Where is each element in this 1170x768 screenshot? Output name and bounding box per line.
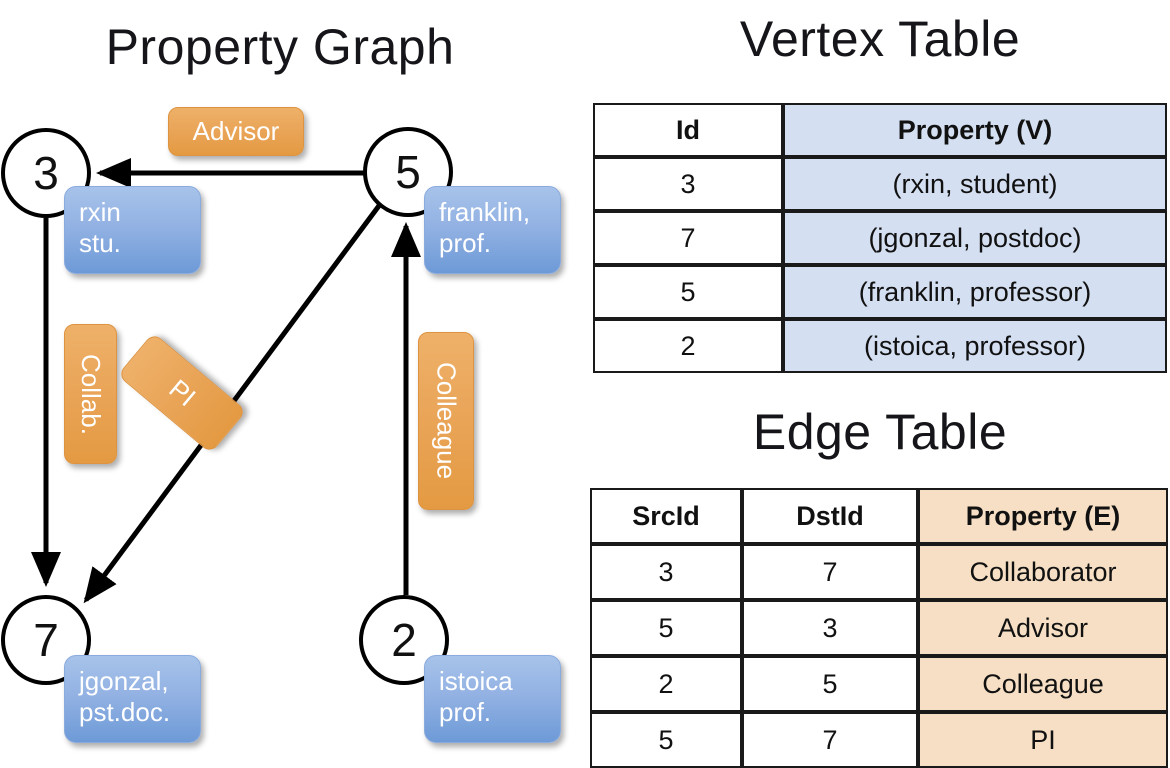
- vertex-property-box-2-line2: prof.: [439, 697, 492, 727]
- graph-node-5[interactable]: 5: [363, 127, 453, 217]
- vertex-property-box-5: franklin, prof.: [424, 186, 561, 274]
- vertex-property-box-5-line1: franklin,: [439, 197, 531, 227]
- table-row[interactable]: 2 (istoica, professor): [593, 319, 1167, 373]
- page-title-vertex-table: Vertex Table: [739, 11, 1021, 67]
- vertex-cell-property: (franklin, professor): [783, 265, 1167, 319]
- vertex-property-box-2-line1: istoica: [439, 666, 513, 696]
- vertex-cell-property: (istoica, professor): [783, 319, 1167, 373]
- edge-cell-dstid: 7: [742, 544, 918, 600]
- vertex-cell-property: (jgonzal, postdoc): [783, 211, 1167, 265]
- edge-label-collab-text: Collab.: [76, 353, 106, 435]
- vertex-property-box-7-line2: pst.doc.: [79, 697, 171, 727]
- edge-table-header-srcid: SrcId: [590, 488, 742, 544]
- table-row[interactable]: 2 5 Colleague: [590, 656, 1168, 712]
- table-row[interactable]: 3 (rxin, student): [593, 157, 1167, 211]
- edge-table-header-property: Property (E): [918, 488, 1168, 544]
- table-row[interactable]: 5 3 Advisor: [590, 600, 1168, 656]
- edge-label-collab: Collab.: [64, 324, 117, 464]
- graph-node-2[interactable]: 2: [359, 595, 449, 685]
- graph-node-7-id: 7: [33, 614, 59, 666]
- edge-table: SrcId DstId Property (E) 3 7 Collaborato…: [590, 488, 1168, 768]
- vertex-cell-id: 5: [593, 265, 783, 319]
- edge-cell-dstid: 3: [742, 600, 918, 656]
- vertex-table-header-row: Id Property (V): [593, 103, 1167, 157]
- edge-table-header-row: SrcId DstId Property (E): [590, 488, 1168, 544]
- edge-cell-srcid: 5: [590, 600, 742, 656]
- edge-cell-property: Advisor: [918, 600, 1168, 656]
- vertex-property-box-7: jgonzal, pst.doc.: [64, 655, 201, 743]
- table-row[interactable]: 5 (franklin, professor): [593, 265, 1167, 319]
- graph-node-3-id: 3: [33, 147, 59, 199]
- table-row[interactable]: 7 (jgonzal, postdoc): [593, 211, 1167, 265]
- edge-cell-dstid: 5: [742, 656, 918, 712]
- edge-label-colleague: Colleague: [418, 332, 474, 510]
- property-graph-panel: Property Graph 3 5 7 2 rxin stu. frankli…: [0, 0, 585, 760]
- edge-label-pi-text: PI: [163, 373, 202, 413]
- vertex-table-header-property: Property (V): [783, 103, 1167, 157]
- vertex-cell-id: 3: [593, 157, 783, 211]
- vertex-table-header-id: Id: [593, 103, 783, 157]
- page-title-edge-table: Edge Table: [752, 404, 1008, 460]
- vertex-property-box-2: istoica prof.: [424, 655, 561, 743]
- table-row[interactable]: 5 7 PI: [590, 712, 1168, 768]
- vertex-cell-id: 7: [593, 211, 783, 265]
- vertex-property-box-3: rxin stu.: [64, 186, 201, 274]
- edge-cell-property: Colleague: [918, 656, 1168, 712]
- table-row[interactable]: 3 7 Collaborator: [590, 544, 1168, 600]
- vertex-cell-id: 2: [593, 319, 783, 373]
- edge-cell-property: Collaborator: [918, 544, 1168, 600]
- graph-node-2-id: 2: [391, 614, 417, 666]
- edge-label-advisor: Advisor: [168, 107, 304, 156]
- vertex-property-box-3-line2: stu.: [79, 228, 121, 258]
- edge-cell-property: PI: [918, 712, 1168, 768]
- graph-node-5-id: 5: [395, 146, 421, 198]
- edge-cell-srcid: 2: [590, 656, 742, 712]
- vertex-cell-property: (rxin, student): [783, 157, 1167, 211]
- edge-table-header-dstid: DstId: [742, 488, 918, 544]
- edge-cell-srcid: 3: [590, 544, 742, 600]
- edge-label-colleague-text: Colleague: [431, 362, 462, 480]
- vertex-property-box-7-line1: jgonzal,: [79, 666, 169, 696]
- page-title-property-graph: Property Graph: [105, 19, 455, 75]
- vertex-property-box-5-line2: prof.: [439, 228, 492, 258]
- vertex-property-box-3-line1: rxin: [79, 197, 121, 227]
- edge-label-advisor-text: Advisor: [192, 116, 280, 146]
- vertex-table: Id Property (V) 3 (rxin, student) 7 (jgo…: [593, 103, 1167, 373]
